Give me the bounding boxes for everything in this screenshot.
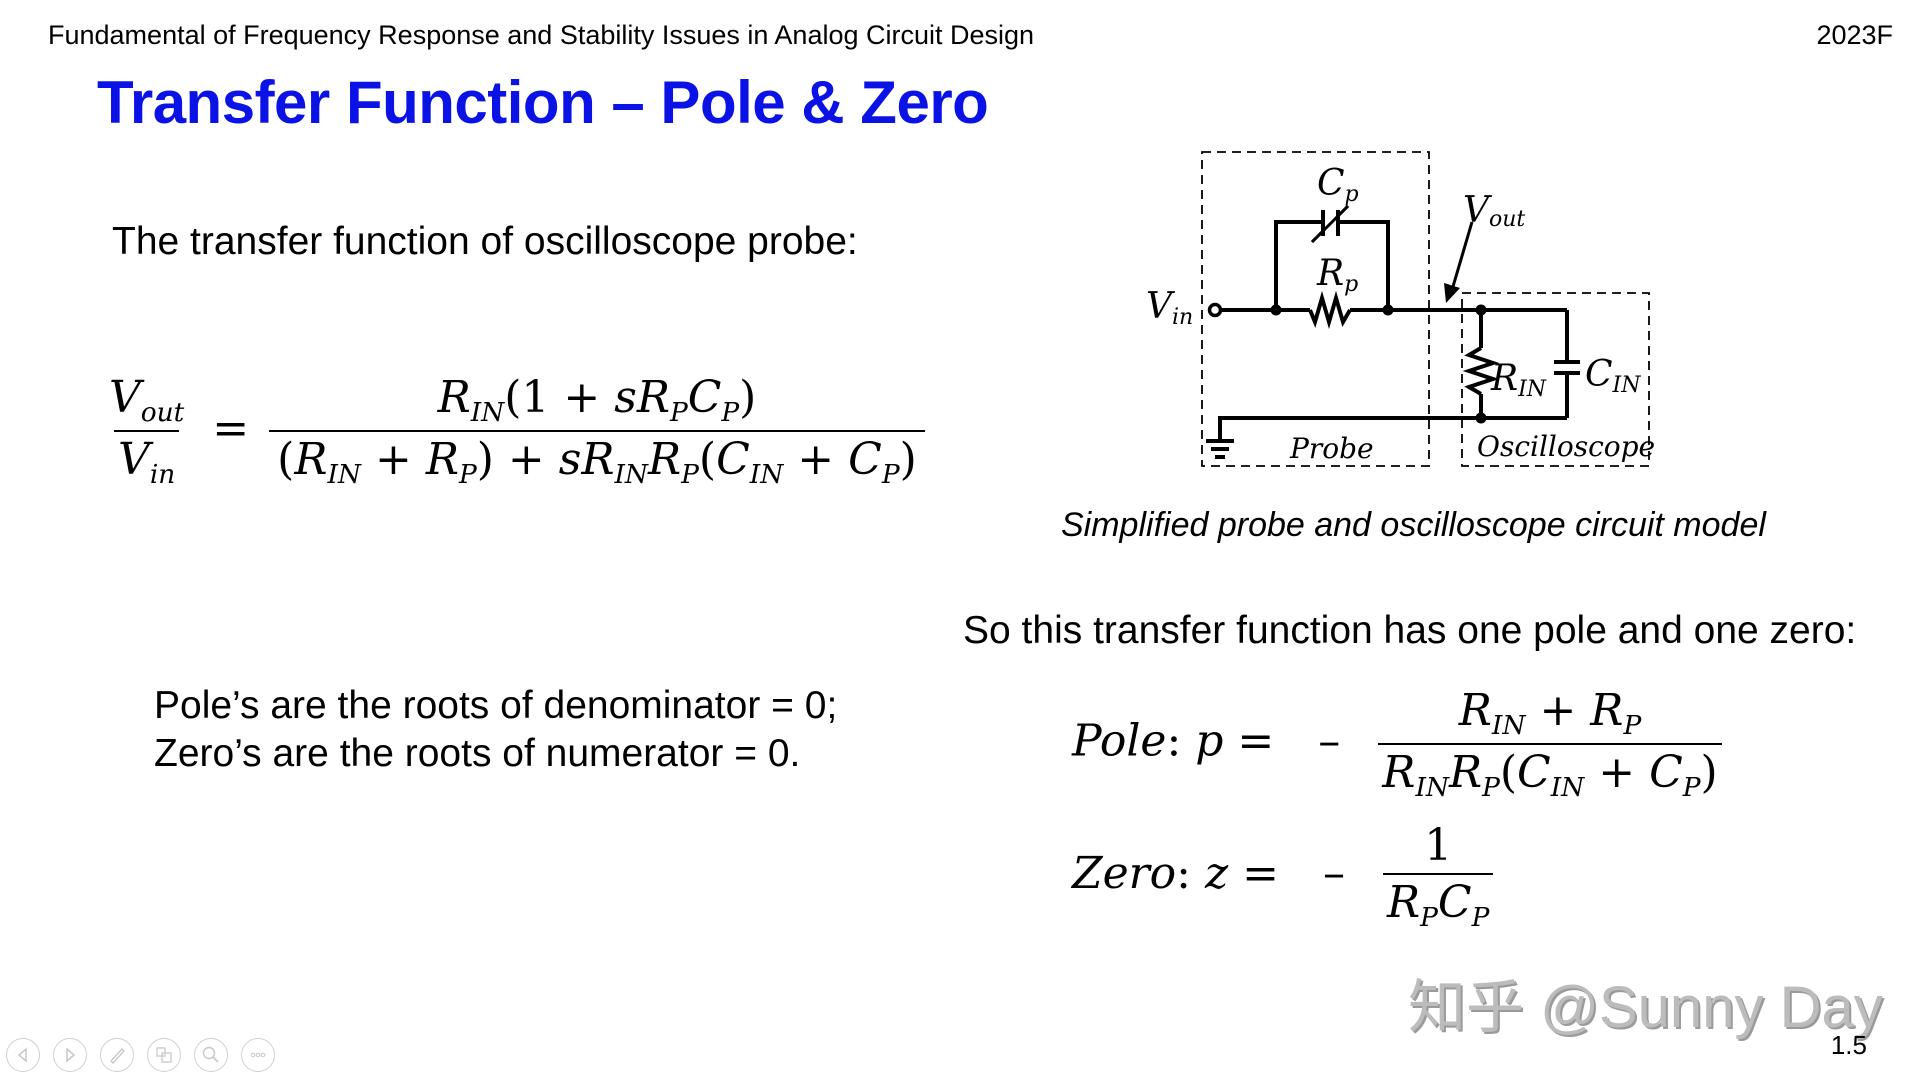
more-options-button[interactable]	[241, 1038, 275, 1072]
arrow-left-icon	[17, 1047, 27, 1063]
watermark: 知乎 @Sunny Day	[1408, 975, 1883, 1040]
page-number: 1.5	[1830, 1030, 1867, 1060]
vin-label: Vin	[1146, 286, 1193, 330]
course-title: Fundamental of Frequency Response and St…	[48, 20, 1035, 50]
rin-label: RIN	[1490, 358, 1547, 402]
oscilloscope-box	[1461, 292, 1650, 467]
pole-equation: Pole: p = – RIN + RP RINRP(CIN + CP)	[1072, 685, 1722, 803]
next-slide-button[interactable]	[53, 1038, 87, 1072]
probe-circuit-diagram: Vin Vout Cp Rp RIN CIN Probe Oscilloscop…	[1146, 151, 1655, 467]
magnifier-icon	[202, 1046, 219, 1063]
term-label: 2023F	[1816, 20, 1893, 50]
slides-icon	[156, 1047, 172, 1063]
cp-label: Cp	[1317, 163, 1359, 207]
zoom-button[interactable]	[194, 1038, 228, 1072]
zero-label: Zero	[1072, 848, 1177, 900]
probe-label: Probe	[1289, 432, 1374, 465]
vout-label: Vout	[1463, 190, 1525, 232]
pen-icon	[110, 1048, 125, 1064]
conclusion-text: So this transfer function has one pole a…	[963, 609, 1857, 652]
circuit-caption: Simplified probe and oscilloscope circui…	[1061, 506, 1766, 544]
rp-label: Rp	[1316, 253, 1358, 297]
pen-button[interactable]	[100, 1038, 134, 1072]
transfer-function-equation: Vout Vin = RIN(1 + sRPCP) (RIN + RP) + s…	[105, 372, 925, 490]
arrow-right-icon	[66, 1047, 76, 1063]
roots-note-zero: Zero’s are the roots of numerator = 0.	[154, 732, 801, 775]
previous-slide-button[interactable]	[6, 1038, 40, 1072]
pole-label: Pole	[1072, 715, 1167, 767]
cin-label: CIN	[1585, 354, 1641, 398]
more-icon	[250, 1052, 266, 1058]
slides-button[interactable]	[147, 1038, 181, 1072]
oscilloscope-label: Oscilloscope	[1477, 430, 1655, 463]
slide-title: Transfer Function – Pole & Zero	[97, 69, 989, 136]
roots-note-pole: Pole’s are the roots of denominator = 0;	[154, 684, 838, 727]
intro-text: The transfer function of oscilloscope pr…	[112, 220, 858, 263]
zero-equation: Zero: z = – 1 RPCP	[1072, 820, 1494, 933]
